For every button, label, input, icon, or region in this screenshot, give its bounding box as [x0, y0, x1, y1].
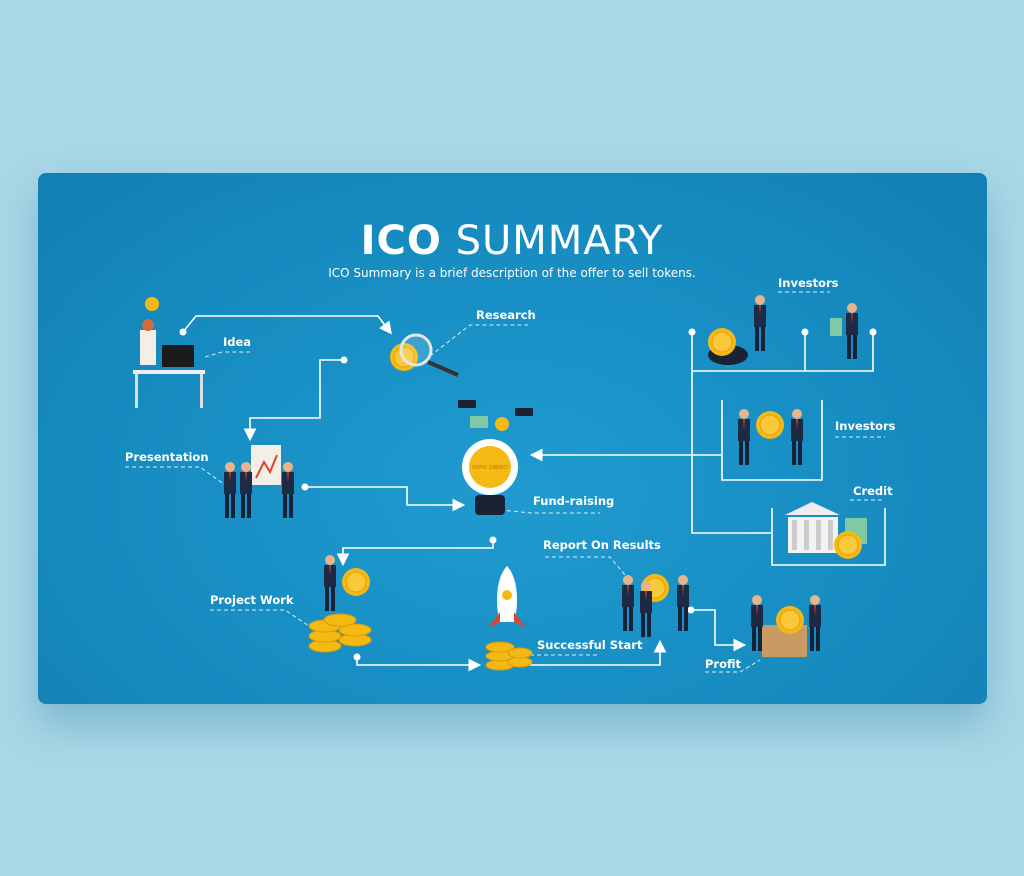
connector-start-report [530, 639, 667, 666]
idea-illustration [133, 297, 205, 408]
research-illustration [389, 333, 459, 377]
label-successful-start: Successful Start [537, 638, 643, 652]
connector-project-start [356, 657, 482, 672]
label-investors-middle: Investors [835, 419, 896, 433]
project-work-illustration [308, 555, 372, 653]
investors-top-bracket [692, 332, 874, 372]
report-illustration [622, 573, 689, 637]
connector-presentation-fundraising [305, 486, 466, 512]
profit-illustration [751, 595, 821, 657]
label-report-on-results: Report On Results [543, 538, 661, 552]
label-credit: Credit [853, 484, 893, 498]
label-project-work: Project Work [210, 593, 294, 607]
rocket-illustration [488, 566, 526, 628]
credit-illustration [785, 502, 867, 560]
connector-fundraising-project [336, 540, 494, 567]
title-light: SUMMARY [455, 218, 664, 264]
label-idea: Idea [223, 335, 252, 349]
investors-top-illustration [707, 295, 858, 365]
page-title: ICO SUMMARY [0, 218, 1024, 264]
title-bold: ICO [360, 218, 442, 264]
coin-stack-illustration [485, 641, 533, 671]
connector-research-presentation [243, 359, 344, 442]
label-profit: Profit [705, 657, 742, 671]
label-fund-raising: Fund-raising [533, 494, 615, 508]
connector-idea-research [182, 315, 392, 335]
connector-report-profit [691, 609, 747, 652]
fundraising-bulb-illustration: CRYPTO CURRENCY [458, 400, 533, 515]
label-investors-top: Investors [778, 276, 839, 290]
label-research: Research [476, 308, 536, 322]
presentation-illustration [224, 445, 294, 518]
credit-box [771, 508, 886, 566]
investors-middle-illustration [738, 409, 803, 465]
coin-text: CRYPTO CURRENCY [472, 465, 508, 471]
investors-middle-box [721, 400, 823, 481]
page-subtitle: ICO Summary is a brief description of th… [328, 266, 696, 280]
sources-trunk [691, 332, 772, 534]
label-presentation: Presentation [125, 450, 209, 464]
